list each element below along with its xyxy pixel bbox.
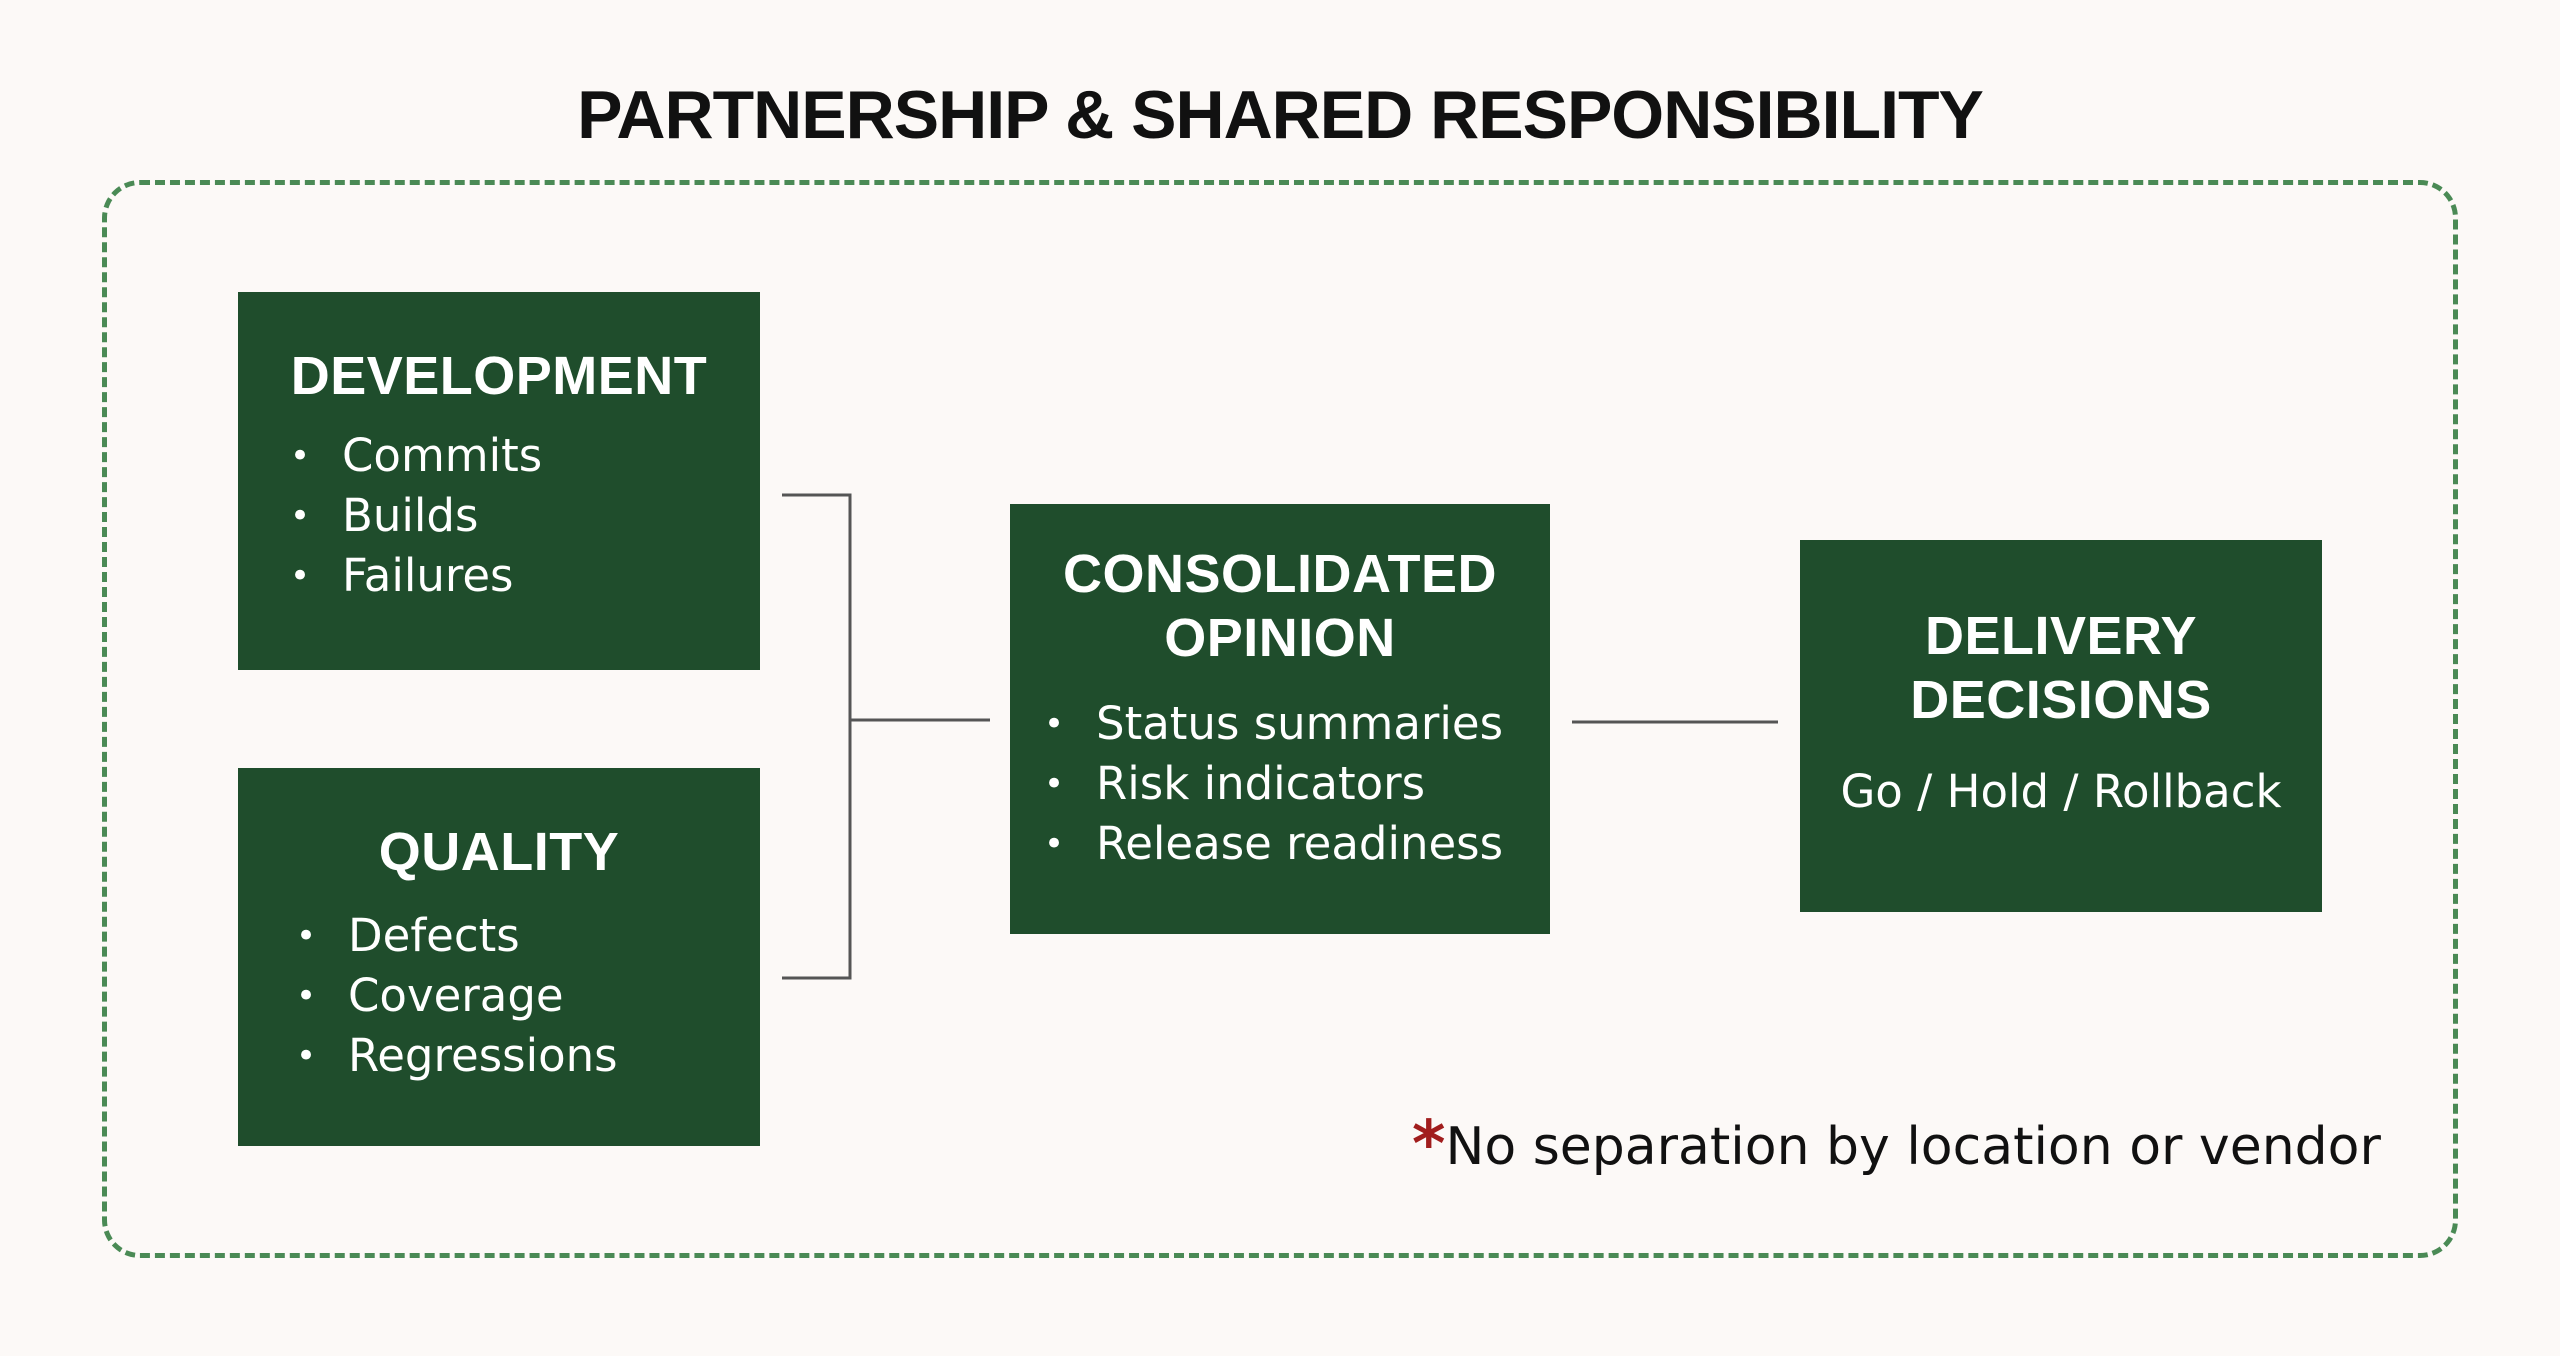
development-list: Commits Builds Failures <box>290 426 760 606</box>
consolidated-heading-line2: OPINION <box>1164 608 1396 668</box>
consolidated-item-status-summaries: Status summaries <box>1044 694 1550 754</box>
footnote-asterisk: * <box>1412 1108 1446 1182</box>
delivery-options: Go / Hold / Rollback <box>1840 765 2282 818</box>
footnote: *No separation by location or vendor <box>1412 1110 2412 1182</box>
consolidated-item-release-readiness: Release readiness <box>1044 814 1550 874</box>
development-item-failures: Failures <box>290 546 760 606</box>
delivery-heading: DELIVERY DECISIONS <box>1800 604 2322 732</box>
quality-item-defects: Defects <box>296 906 760 966</box>
development-connector <box>782 493 852 980</box>
consolidated-list: Status summaries Risk indicators Release… <box>1044 694 1550 874</box>
delivery-heading-line1: DELIVERY <box>1924 606 2198 666</box>
delivery-heading-line2: DECISIONS <box>1910 670 2212 730</box>
diagram-title: PARTNERSHIP & SHARED RESPONSIBILITY <box>577 77 1984 153</box>
footnote-text: No separation by location or vendor <box>1445 1117 2381 1177</box>
quality-heading: QUALITY <box>378 822 620 882</box>
consolidated-heading-line1: CONSOLIDATED <box>1063 544 1497 604</box>
development-heading: DEVELOPMENT <box>290 346 708 406</box>
quality-item-regressions: Regressions <box>296 1026 760 1086</box>
development-box: DEVELOPMENT Commits Builds Failures <box>238 292 760 670</box>
consolidated-item-risk-indicators: Risk indicators <box>1044 754 1550 814</box>
shared-responsibility-frame <box>102 180 2458 1258</box>
delivery-decisions-box: DELIVERY DECISIONS Go / Hold / Rollback <box>1800 540 2322 912</box>
development-item-commits: Commits <box>290 426 760 486</box>
consolidated-heading: CONSOLIDATED OPINION <box>1010 542 1550 670</box>
quality-item-coverage: Coverage <box>296 966 760 1026</box>
quality-list: Defects Coverage Regressions <box>296 906 760 1086</box>
consolidated-opinion-box: CONSOLIDATED OPINION Status summaries Ri… <box>1010 504 1550 934</box>
quality-box: QUALITY Defects Coverage Regressions <box>238 768 760 1146</box>
development-item-builds: Builds <box>290 486 760 546</box>
